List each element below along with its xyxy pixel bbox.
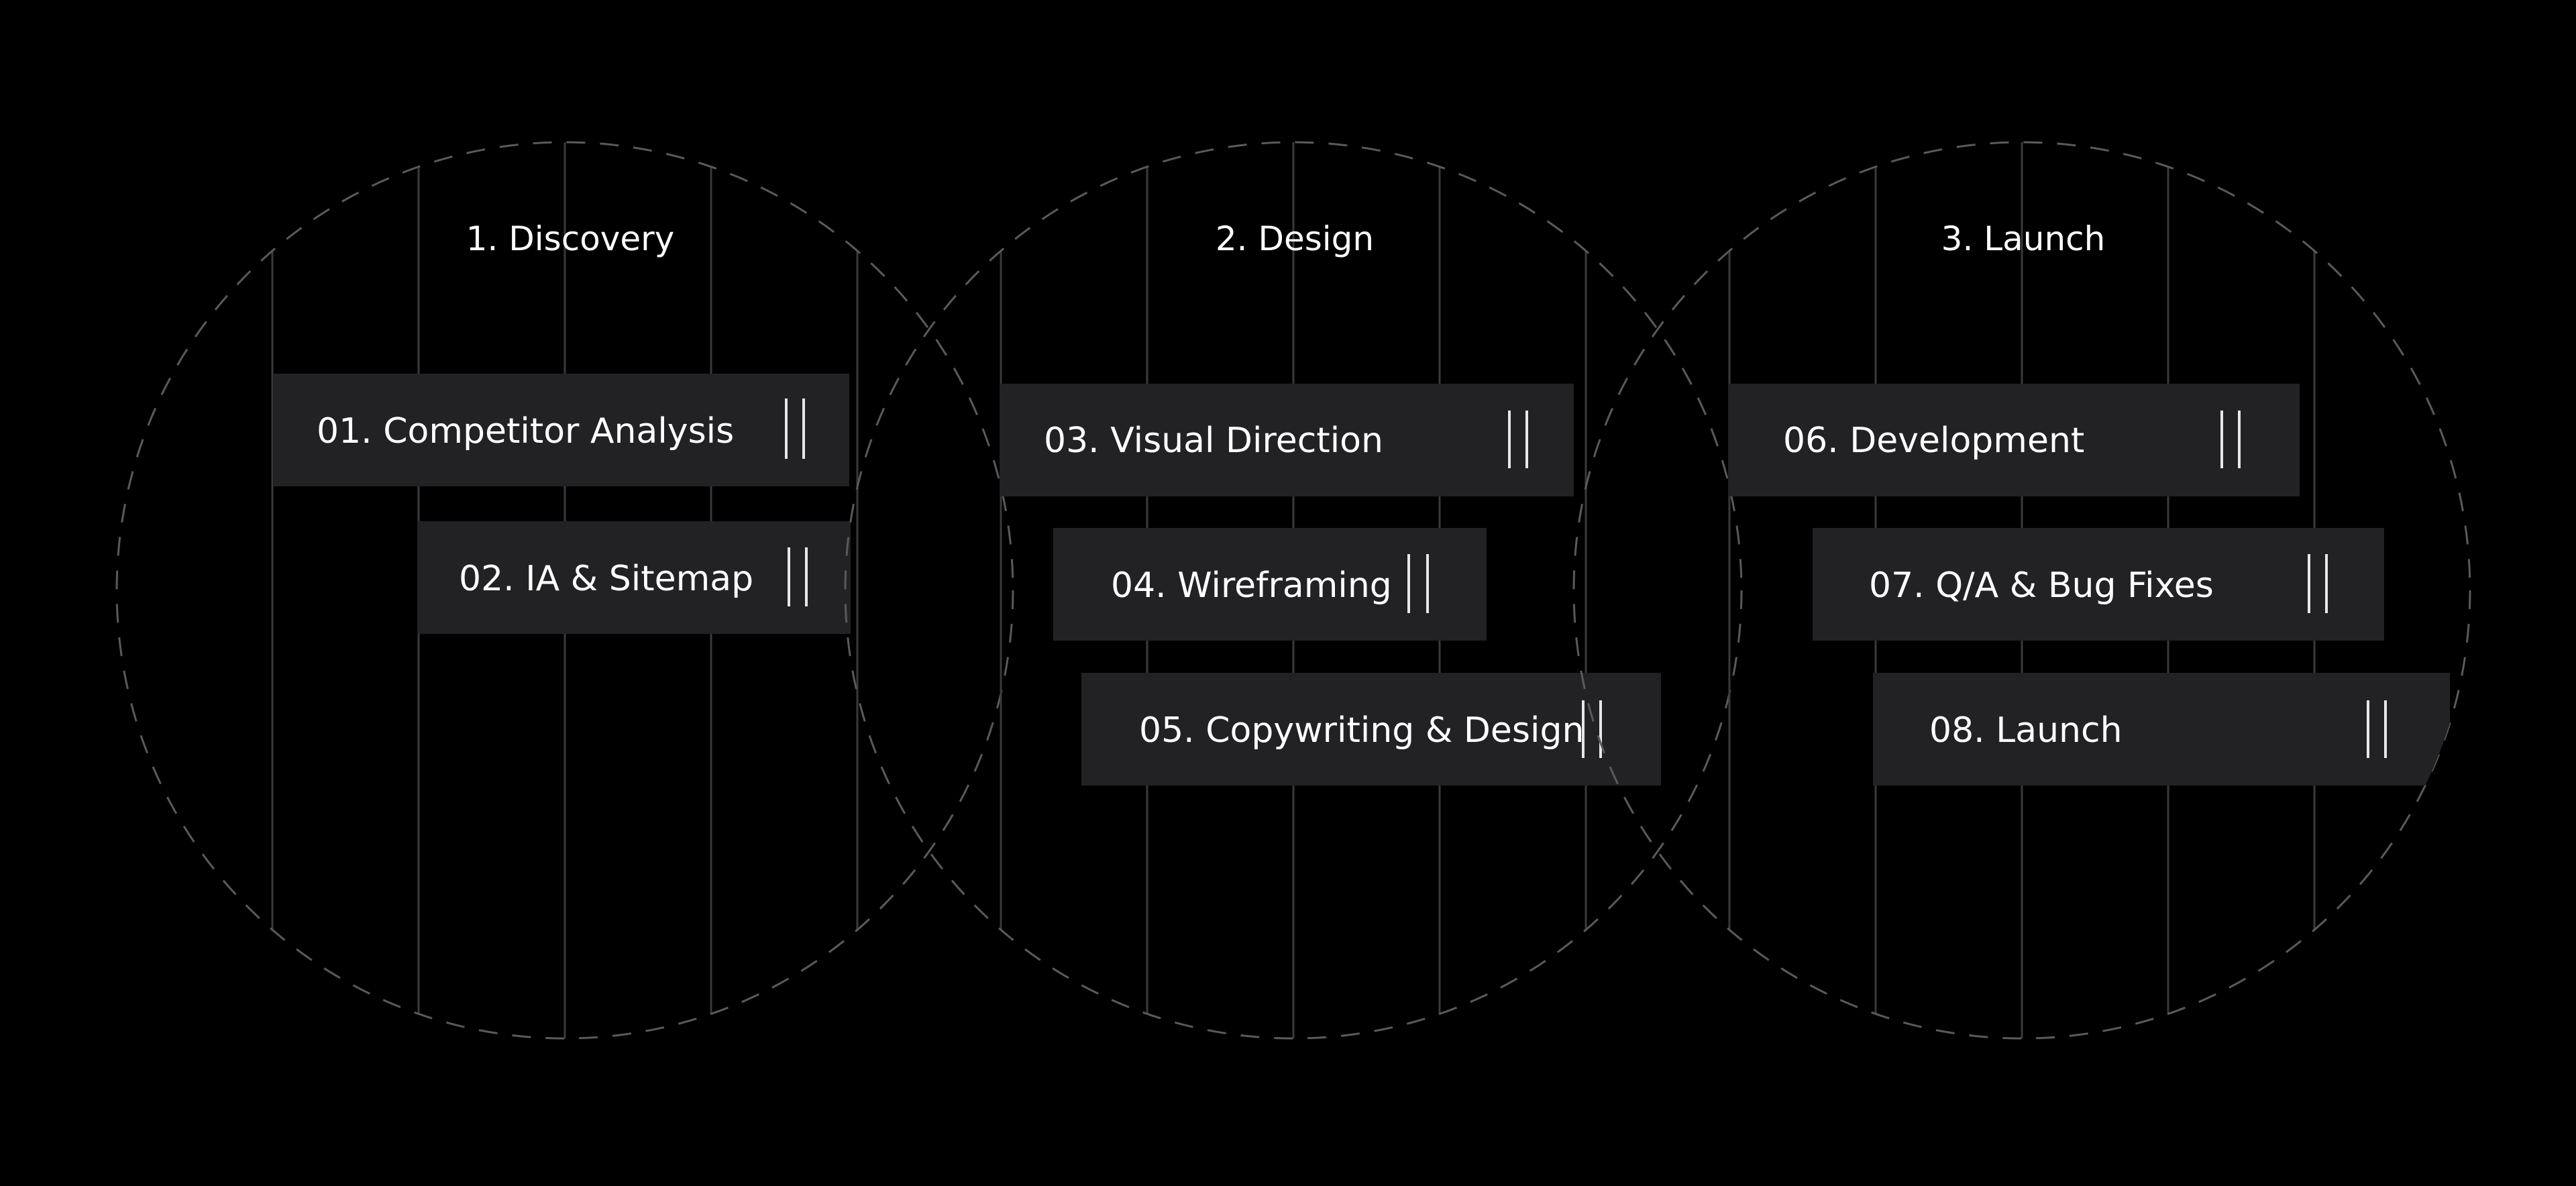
phase-discovery-title: 1. Discovery bbox=[466, 219, 675, 258]
task-label: 06. Development bbox=[1783, 421, 2084, 461]
task-label: 08. Launch bbox=[1929, 710, 2123, 751]
task-visual-direction[interactable]: 03. Visual Direction bbox=[1000, 384, 1574, 496]
task-label: 03. Visual Direction bbox=[1044, 421, 1383, 461]
drag-handle-icon[interactable] bbox=[2308, 554, 2328, 613]
task-box bbox=[1728, 384, 2300, 496]
task-box bbox=[1081, 673, 1661, 786]
phase-launch-title: 3. Launch bbox=[1941, 219, 2106, 258]
task-box bbox=[1053, 528, 1487, 641]
task-box bbox=[274, 374, 849, 486]
drag-handle-icon[interactable] bbox=[1508, 411, 1528, 468]
task-label: 07. Q/A & Bug Fixes bbox=[1869, 565, 2214, 606]
phase-discovery: 1. Discovery 01. Competitor Analysis 02.… bbox=[115, 141, 1014, 1040]
phase-discovery-circle bbox=[115, 141, 1014, 1040]
phase-launch: 3. Launch 06. Development 07. Q/A & Bug … bbox=[1572, 141, 2471, 1040]
task-label: 01. Competitor Analysis bbox=[317, 411, 734, 451]
drag-handle-icon[interactable] bbox=[1407, 554, 1429, 613]
task-qa-bug-fixes[interactable]: 07. Q/A & Bug Fixes bbox=[1813, 528, 2384, 641]
task-wireframing[interactable]: 04. Wireframing bbox=[1053, 528, 1487, 641]
task-label: 02. IA & Sitemap bbox=[459, 559, 753, 599]
drag-handle-icon[interactable] bbox=[785, 398, 805, 459]
drag-handle-icon[interactable] bbox=[788, 547, 808, 606]
task-box bbox=[1813, 528, 2384, 641]
task-copywriting-design[interactable]: 05. Copywriting & Design bbox=[1081, 673, 1661, 786]
task-launch[interactable]: 08. Launch bbox=[1873, 673, 2450, 786]
task-competitor-analysis[interactable]: 01. Competitor Analysis bbox=[274, 374, 849, 486]
phase-design: 2. Design 03. Visual Direction 04. Wiref… bbox=[844, 141, 1743, 1040]
task-box bbox=[1000, 384, 1574, 496]
drag-handle-icon[interactable] bbox=[1582, 700, 1602, 758]
phase-design-circle bbox=[844, 141, 1743, 1040]
task-box bbox=[1873, 673, 2450, 786]
task-label: 05. Copywriting & Design bbox=[1139, 710, 1584, 751]
phase-design-title: 2. Design bbox=[1216, 219, 1374, 258]
task-development[interactable]: 06. Development bbox=[1728, 384, 2300, 496]
phase-launch-circle bbox=[1572, 141, 2471, 1040]
drag-handle-icon[interactable] bbox=[2367, 700, 2387, 758]
task-box bbox=[417, 521, 851, 634]
task-label: 04. Wireframing bbox=[1111, 565, 1392, 606]
drag-handle-icon[interactable] bbox=[2220, 411, 2241, 468]
task-ia-sitemap[interactable]: 02. IA & Sitemap bbox=[417, 521, 851, 634]
